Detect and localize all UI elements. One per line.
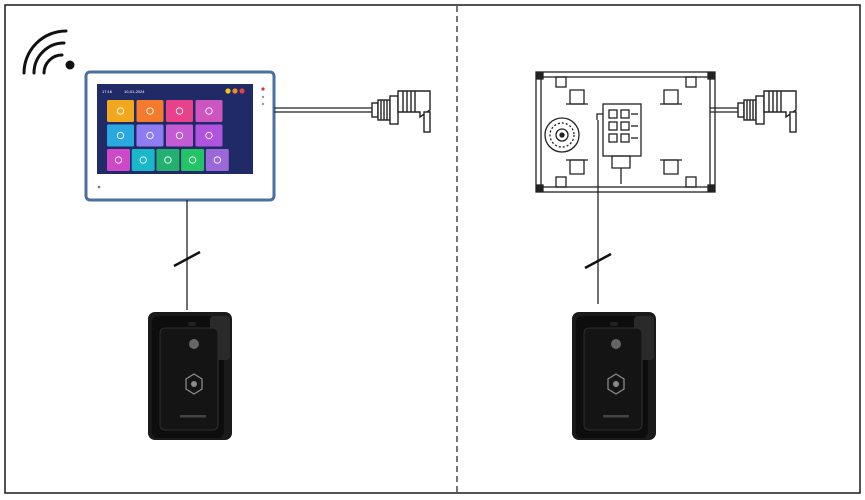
- monitor-time: 17:16: [102, 89, 113, 94]
- gallery-icon: [175, 107, 184, 115]
- panel-right: [535, 71, 797, 440]
- camera-icon: [116, 107, 125, 115]
- speaker-icon: [544, 117, 580, 153]
- volume-icon: [114, 156, 123, 164]
- calendar-icon: [116, 131, 125, 140]
- outdoor-doorbell-right: [572, 312, 656, 440]
- app-tile: [195, 100, 223, 122]
- bell-button-icon: [185, 373, 203, 395]
- camera-icon: [189, 339, 199, 349]
- speaker-icon: [213, 156, 221, 164]
- camera-icon: [611, 339, 621, 349]
- phone-icon: [146, 131, 154, 140]
- app-tile: [166, 100, 193, 122]
- app-tile: [107, 149, 130, 171]
- door-icon: [175, 131, 184, 140]
- app-tile: [181, 149, 205, 171]
- settings-icon: [205, 107, 213, 115]
- monitor-rear-view: [535, 71, 716, 193]
- monitor-date: 10-01-2024: [124, 89, 145, 94]
- app-tile: [166, 124, 193, 147]
- outdoor-doorbell-left: [148, 312, 232, 440]
- two-wire-mark-right: [584, 252, 612, 270]
- camera-icon: [188, 156, 197, 164]
- power-plug-icon: [371, 90, 431, 133]
- app-tile: [156, 149, 180, 171]
- wifi-icon: [22, 29, 75, 75]
- app-tile: [205, 149, 229, 171]
- monitor-app-grid: [107, 100, 229, 171]
- app-tile: [107, 100, 134, 122]
- app-tile: [136, 124, 164, 147]
- lock-icon: [205, 131, 213, 140]
- door-icon: [164, 156, 172, 164]
- app-tile: [136, 100, 164, 122]
- indoor-monitor: 17:16 10-01-2024: [84, 70, 276, 202]
- power-plug-icon: [737, 90, 797, 133]
- app-tile: [195, 124, 223, 147]
- music-icon: [146, 107, 154, 115]
- bell-button-icon: [607, 373, 625, 395]
- app-tile: [131, 149, 155, 171]
- app-tile: [107, 124, 134, 147]
- panel-left: 17:16 10-01-2024: [22, 29, 431, 440]
- two-wire-mark-left: [173, 250, 201, 268]
- volume-icon: [139, 156, 147, 164]
